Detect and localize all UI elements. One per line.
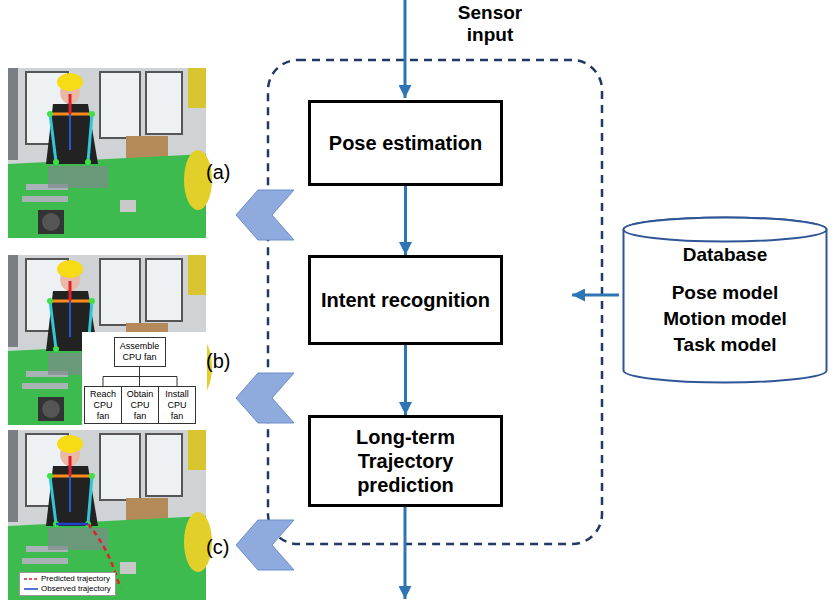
cylinder-body [624,218,827,383]
input-label: Sensor input [440,2,540,46]
photo-trajectory [8,430,212,600]
legend-text: Predicted trajectory [41,574,110,584]
panel-letter: (b) [206,349,230,373]
output-chevron [236,373,294,423]
node-title: Database [683,242,768,268]
node-text: Task model [673,332,776,358]
node-title: Assemble CPU fan [117,341,163,363]
node-title: Long-term Trajectory prediction [319,425,492,497]
process-box: Long-term Trajectory prediction [308,415,503,507]
legend-line [24,576,38,582]
process-box: Intent recognition [308,255,503,345]
panel-letter: (c) [206,535,229,559]
node-title: Install CPU fan [161,389,193,422]
output-chevron [236,520,294,570]
connector [140,367,178,386]
legend-line-sample [24,578,38,580]
node-title: Reach CPU fan [87,389,119,422]
cylinder-top [624,218,827,242]
database-arrow [572,294,619,297]
connector [404,345,407,415]
system-boundary [268,60,602,544]
task-box: Assemble CPU fan [114,337,166,367]
observed-trajectory [56,523,88,526]
subtask-box: Obtain CPU fan [121,386,159,424]
subtask-box: Install CPU fan [158,386,196,424]
connector [404,186,407,255]
node-title: Obtain CPU fan [124,389,156,422]
input-arrow [404,0,407,98]
database-cylinder: DatabasePose modelMotion modelTask model [622,216,828,384]
output-chevron [236,190,294,240]
legend-box: Predicted trajectoryObserved trajectory [19,572,116,596]
node-text: Pose model [672,280,779,306]
legend-line-sample [24,588,38,590]
legend-item: Predicted trajectory [24,574,111,584]
photo-pose [8,68,212,238]
node-title: Pose estimation [329,131,482,155]
tree-panel [82,332,207,425]
node-text: Motion model [663,306,786,332]
output-arrow [404,507,407,599]
photo-intent [8,255,212,425]
node-title: Intent recognition [321,288,490,312]
panel-letter: (a) [206,160,230,184]
legend-line [24,586,38,592]
legend-item: Observed trajectory [24,584,111,594]
connector [103,367,140,386]
process-box: Pose estimation [308,100,503,186]
legend-text: Observed trajectory [41,584,111,594]
subtask-box: Reach CPU fan [84,386,122,424]
